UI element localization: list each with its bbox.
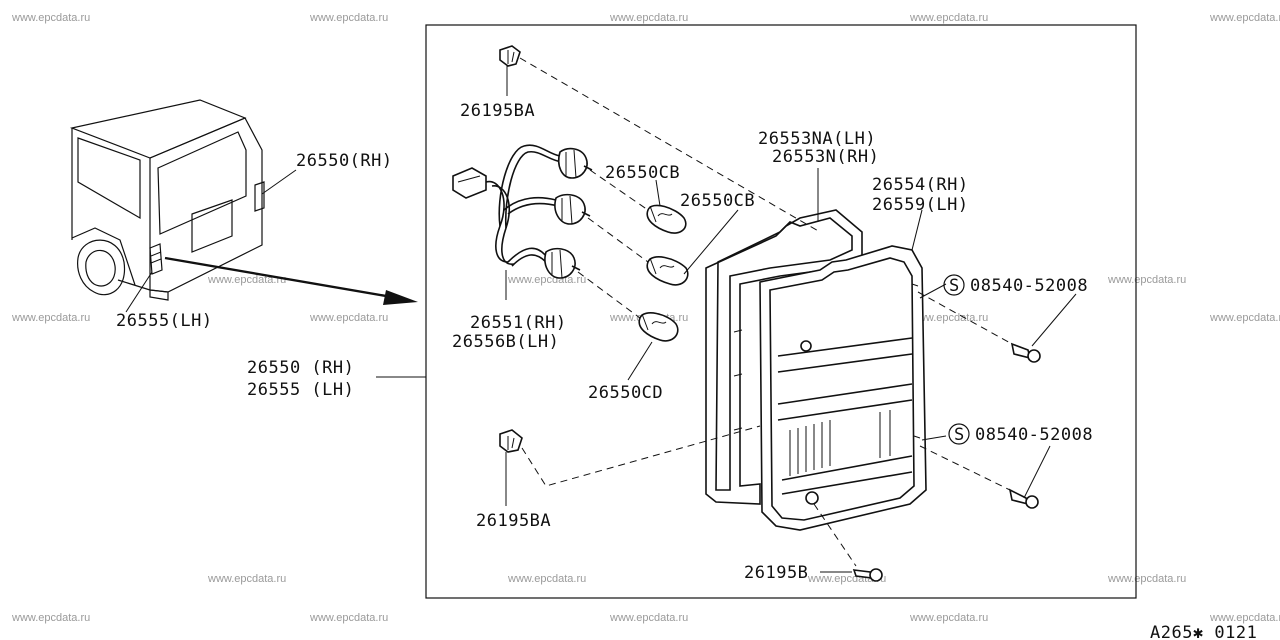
watermark: www.epcdata.ru	[909, 12, 988, 24]
watermark: www.epcdata.ru	[11, 312, 90, 324]
screw-lower	[852, 568, 883, 582]
watermark: www.epcdata.ru	[909, 612, 988, 624]
svg-text:S: S	[954, 425, 965, 445]
watermark: www.epcdata.ru	[1209, 312, 1280, 324]
bulb-upper	[646, 204, 687, 234]
label-26553n-rh: 26553N(RH)	[772, 147, 879, 167]
clip-bottom	[499, 429, 523, 453]
label-26554-rh: 26554(RH)	[872, 175, 969, 195]
vehicle-rear-illustration	[69, 99, 265, 301]
symbol-s-bottom: S	[948, 423, 970, 445]
label-26550-rh-top: 26550(RH)	[296, 151, 393, 171]
label-26550cb-a: 26550CB	[605, 163, 680, 183]
watermark: www.epcdata.ru	[609, 12, 688, 24]
label-26555-lh-group: 26555 (LH)	[247, 380, 354, 400]
label-26559-lh: 26559(LH)	[872, 195, 969, 215]
watermark: www.epcdata.ru	[507, 573, 586, 585]
callout-arrow	[164, 256, 418, 305]
screw-bottom	[1008, 488, 1039, 509]
watermark: www.epcdata.ru	[507, 274, 586, 286]
watermark: www.epcdata.ru	[207, 274, 286, 286]
label-26556b-lh: 26556B(LH)	[452, 332, 559, 352]
label-screw-bottom: 08540-52008	[975, 425, 1093, 445]
label-26550-rh-group: 26550 (RH)	[247, 358, 354, 378]
label-26553na-lh: 26553NA(LH)	[758, 129, 876, 149]
watermark: www.epcdata.ru	[309, 612, 388, 624]
label-screw-top: 08540-52008	[970, 276, 1088, 296]
watermark: www.epcdata.ru	[1107, 573, 1186, 585]
watermark: www.epcdata.ru	[1107, 274, 1186, 286]
screw-top	[1010, 342, 1041, 363]
label-26555-lh-left: 26555(LH)	[116, 311, 213, 331]
bulb-lower	[638, 312, 679, 342]
watermark: www.epcdata.ru	[609, 612, 688, 624]
watermark: www.epcdata.ru	[909, 312, 988, 324]
diagram-code: A265✱ 0121	[1150, 623, 1257, 640]
watermark: www.epcdata.ru	[1209, 12, 1280, 24]
watermark: www.epcdata.ru	[1209, 612, 1280, 624]
watermark: www.epcdata.ru	[11, 12, 90, 24]
symbol-s-top: S	[943, 274, 965, 296]
lamp-housing	[759, 245, 927, 531]
label-26550cd: 26550CD	[588, 383, 663, 403]
label-26195ba-top: 26195BA	[460, 101, 535, 121]
svg-text:S: S	[949, 276, 960, 296]
label-26551-rh: 26551(RH)	[470, 313, 567, 333]
watermark: www.epcdata.ru	[309, 12, 388, 24]
clip-top	[499, 45, 521, 67]
watermark: www.epcdata.ru	[309, 312, 388, 324]
detail-frame	[425, 24, 1137, 599]
label-26195ba-bottom: 26195BA	[476, 511, 551, 531]
wiring-harness	[452, 144, 593, 279]
bulb-middle	[646, 256, 689, 286]
label-26550cb-b: 26550CB	[680, 191, 755, 211]
label-26195b: 26195B	[744, 563, 808, 583]
watermark: www.epcdata.ru	[11, 612, 90, 624]
watermark: www.epcdata.ru	[207, 573, 286, 585]
